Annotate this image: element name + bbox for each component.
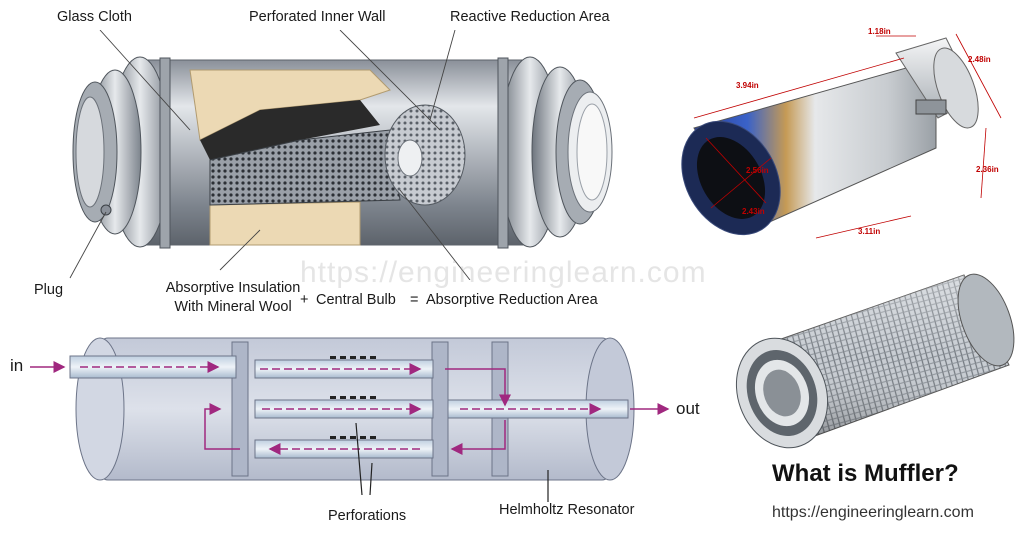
helmholtz-resonator-label: Helmholtz Resonator — [499, 502, 635, 518]
absorptive-reduction-area-label: Absorptive Reduction Area — [426, 292, 598, 308]
perforated-inner-wall-label: Perforated Inner Wall — [249, 9, 386, 25]
absorptive-insulation-label: Absorptive Insulation With Mineral Wool — [158, 279, 308, 317]
plug-label: Plug — [34, 282, 64, 298]
absorptive-insulation-line1: Absorptive Insulation — [165, 280, 301, 296]
tip-length-dimension: 3.94in — [736, 81, 759, 90]
cutaway-muffler-illustration — [69, 30, 613, 280]
page-title: What is Muffler? — [772, 460, 959, 487]
central-bulb-label: Central Bulb — [316, 292, 396, 308]
tip-inner-diagonal-dimension: 2.56in — [746, 166, 769, 175]
tip-right-bottom-dimension: 2.36in — [976, 165, 999, 174]
tip-outlet-dimension: 2.43in — [742, 207, 765, 216]
plus-sign: + — [300, 292, 309, 308]
equals-sign: = — [410, 292, 419, 308]
perforations-label: Perforations — [328, 508, 407, 524]
in-label: in — [10, 356, 24, 375]
exhaust-tip-photo: 3.94in 1.18in 2.48in 2.56in 2.43in 2.36i… — [681, 28, 1002, 239]
tip-right-top-dimension: 2.48in — [968, 55, 991, 64]
reactive-reduction-area-label: Reactive Reduction Area — [450, 9, 610, 25]
flex-pipe-photo — [735, 273, 1015, 449]
tip-top-dimension: 1.18in — [868, 28, 891, 36]
muffler-flow-schematic — [30, 337, 670, 502]
watermark: https://engineeringlearn.com — [300, 256, 707, 289]
footer-url[interactable]: https://engineeringlearn.com — [772, 504, 974, 521]
glass-cloth-label: Glass Cloth — [57, 9, 132, 25]
out-label: out — [676, 399, 700, 418]
absorptive-insulation-line2: With Mineral Wool — [174, 299, 292, 315]
tip-bottom-dimension: 3.11in — [858, 227, 880, 236]
